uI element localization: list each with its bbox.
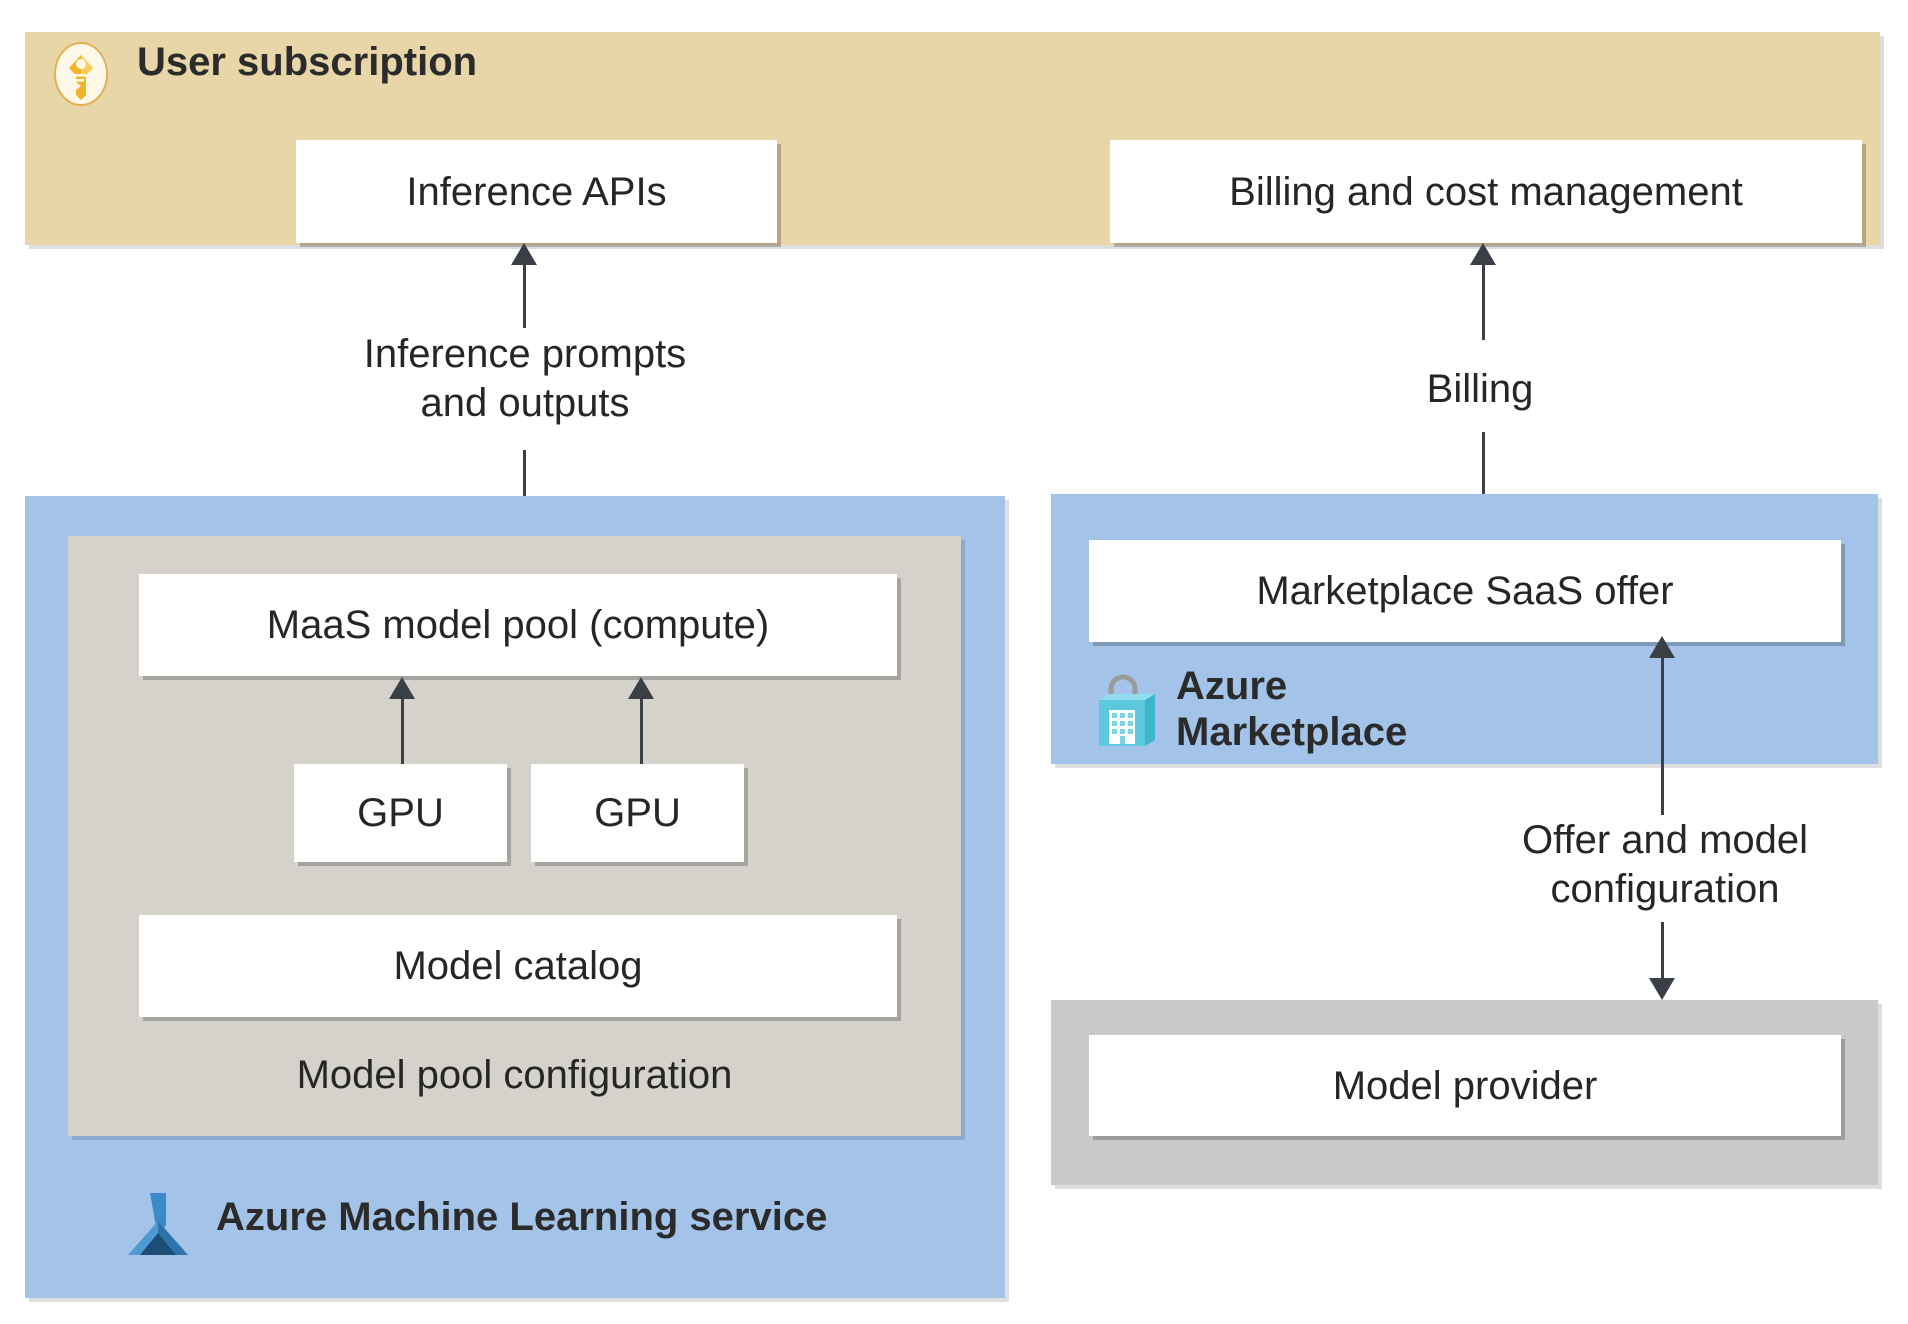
- arrow-line-offer-down: [1660, 922, 1664, 982]
- node-model-provider[interactable]: Model provider: [1089, 1035, 1841, 1136]
- node-model-catalog[interactable]: Model catalog: [139, 915, 897, 1017]
- azure-ml-logo-icon: [120, 1191, 206, 1267]
- node-gpu-right[interactable]: GPU: [531, 764, 744, 862]
- arrow-head-gpu-left-up: [389, 677, 415, 699]
- zone-title-user-subscription: User subscription: [137, 40, 478, 84]
- panel-label-model-pool-configuration: Model pool configuration: [296, 1053, 733, 1097]
- edge-label-inference-flow: Inference prompts and outputs: [363, 332, 687, 425]
- arrow-line-inference-up: [522, 262, 526, 328]
- zone-title-azure-marketplace: Azure Marketplace: [1176, 664, 1408, 754]
- edge-label-billing-flow: Billing: [1426, 367, 1534, 411]
- arrow-head-billing-up: [1470, 243, 1496, 265]
- arrow-line-billing-up: [1481, 262, 1485, 340]
- arrow-line-billing-down: [1481, 432, 1485, 532]
- node-gpu-left[interactable]: GPU: [294, 764, 507, 862]
- arrow-head-inference-up: [511, 243, 537, 265]
- node-billing-cost-management[interactable]: Billing and cost management: [1110, 140, 1862, 243]
- zone-title-azure-machine-learning: Azure Machine Learning service: [216, 1195, 828, 1239]
- arrow-line-inference-down: [522, 450, 526, 525]
- arrow-head-offer-down: [1649, 978, 1675, 1000]
- arrow-head-gpu-right-up: [628, 677, 654, 699]
- azure-marketplace-bag-icon: [1089, 672, 1161, 750]
- edge-label-offer-config-flow: Offer and model configuration: [1521, 818, 1809, 911]
- arrow-line-offer-up: [1660, 655, 1664, 815]
- key-icon: [48, 38, 114, 110]
- node-maas-model-pool[interactable]: MaaS model pool (compute): [139, 574, 897, 676]
- node-inference-apis[interactable]: Inference APIs: [296, 140, 777, 243]
- arrow-line-gpu-right: [639, 696, 643, 764]
- arrow-head-offer-up: [1649, 636, 1675, 658]
- arrow-line-gpu-left: [400, 696, 404, 764]
- node-marketplace-saas-offer[interactable]: Marketplace SaaS offer: [1089, 540, 1841, 642]
